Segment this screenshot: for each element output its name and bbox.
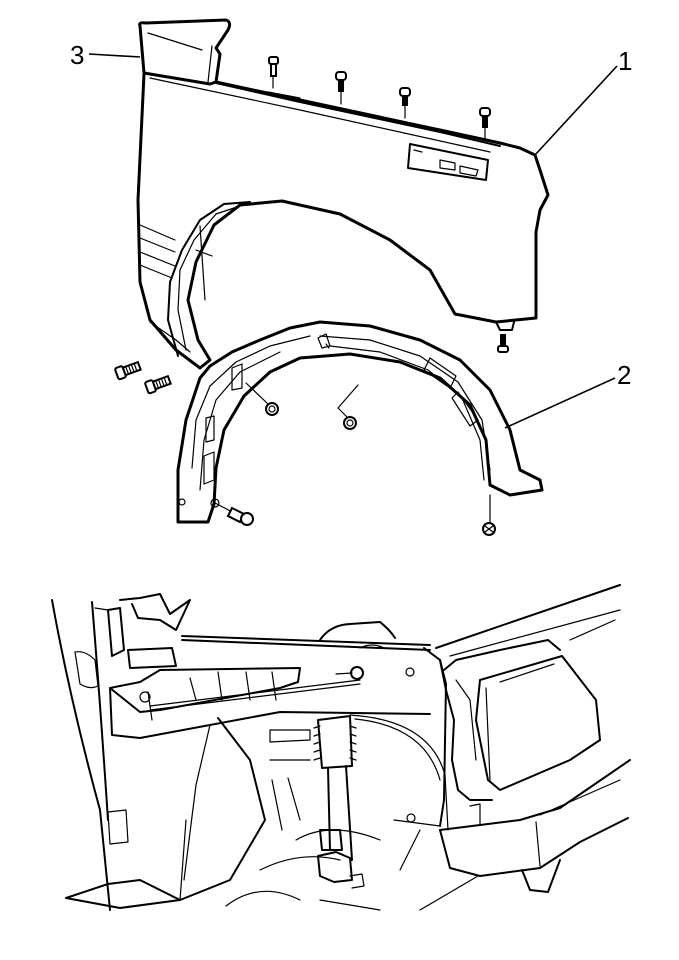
fasteners: [114, 56, 509, 536]
vehicle-front-corner-view: [51, 584, 631, 911]
liner-push-pin-1-icon: [245, 382, 279, 416]
svg-text:2: 2: [617, 360, 631, 390]
svg-text:1: 1: [618, 46, 632, 76]
strut-assembly: [313, 715, 365, 889]
rear-bolt-1-icon: [114, 360, 142, 381]
callout-3: 3: [70, 40, 141, 70]
top-bolt-1-icon: [268, 56, 279, 89]
top-bolt-2-icon: [335, 71, 347, 105]
callout-1: 1: [534, 46, 632, 156]
rear-bolt-2-icon: [144, 374, 172, 395]
callouts: 1 2 3: [70, 40, 632, 429]
top-bolt-4-icon: [479, 107, 491, 143]
front-bumper: [419, 759, 631, 911]
fender-part-1: [136, 72, 550, 370]
fender-extension-part-3: [138, 18, 232, 86]
top-bolt-3-icon: [399, 87, 411, 119]
wheelhouse-liner-part-2: [176, 320, 544, 524]
svg-text:3: 3: [70, 40, 84, 70]
fender-assembly: 1 2 3: [70, 18, 632, 536]
liner-push-pin-2-icon: [337, 384, 359, 430]
lower-front-bolt-icon: [497, 334, 509, 353]
callout-2: 2: [504, 360, 631, 429]
liner-push-pin-front-icon: [482, 494, 496, 536]
liner-screw-rear-icon: [214, 502, 254, 526]
